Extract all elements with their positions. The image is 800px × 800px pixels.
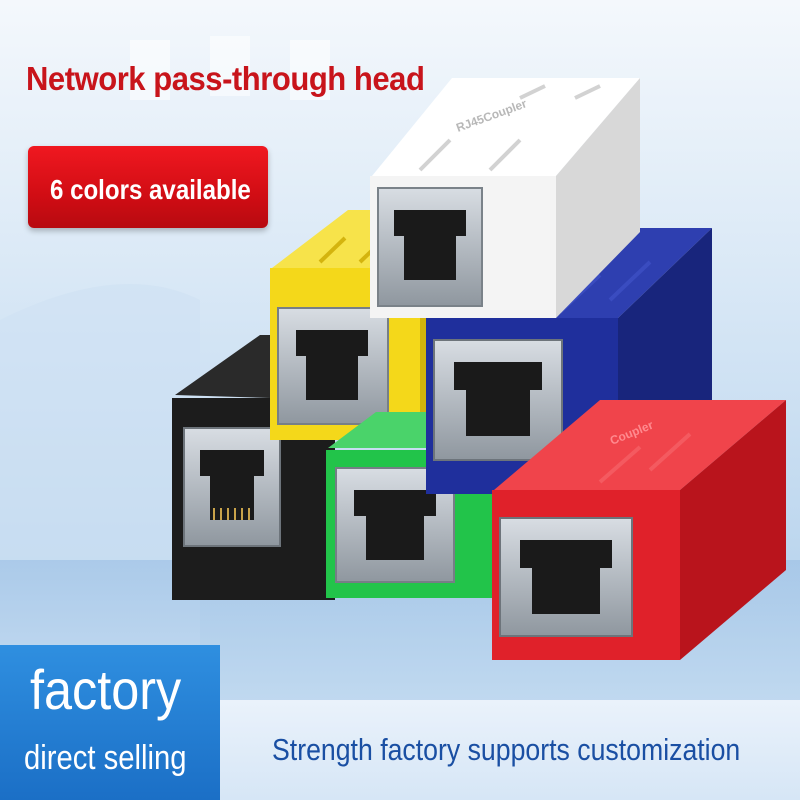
factory-banner: factory direct selling [0,645,220,800]
direct-selling-label: direct selling [24,739,187,777]
factory-label: factory [30,658,182,721]
slogan-banner: Strength factory supports customization [220,700,800,800]
colors-badge: 6 colors available [28,146,268,228]
colors-badge-label: 6 colors available [50,174,251,205]
slogan-label: Strength factory supports customization [272,732,741,767]
page-title: Network pass-through head [26,60,425,97]
